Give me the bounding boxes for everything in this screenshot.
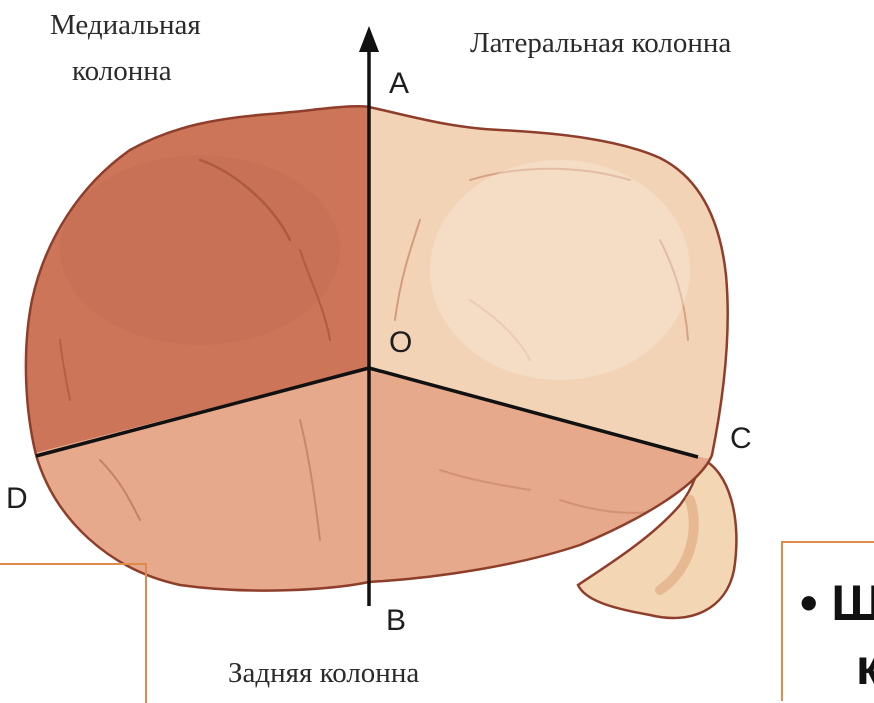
bullet-text-line1: • Ш xyxy=(800,578,874,628)
point-c-label: C xyxy=(730,422,752,455)
point-d-label: D xyxy=(6,482,28,515)
left-text-frame xyxy=(0,563,147,703)
axis-arrowhead xyxy=(359,26,379,52)
point-o-label: O xyxy=(389,326,412,359)
medial-column-label-line1: Медиальная xyxy=(50,9,201,41)
medial-column-label-line2: колонна xyxy=(72,55,172,87)
point-b-label: B xyxy=(386,604,406,637)
posterior-column-label: Задняя колонна xyxy=(228,657,419,689)
lateral-column-label: Латеральная колонна xyxy=(470,27,731,59)
bullet-text-line2: к xyxy=(856,642,874,692)
point-a-label: A xyxy=(389,67,409,100)
